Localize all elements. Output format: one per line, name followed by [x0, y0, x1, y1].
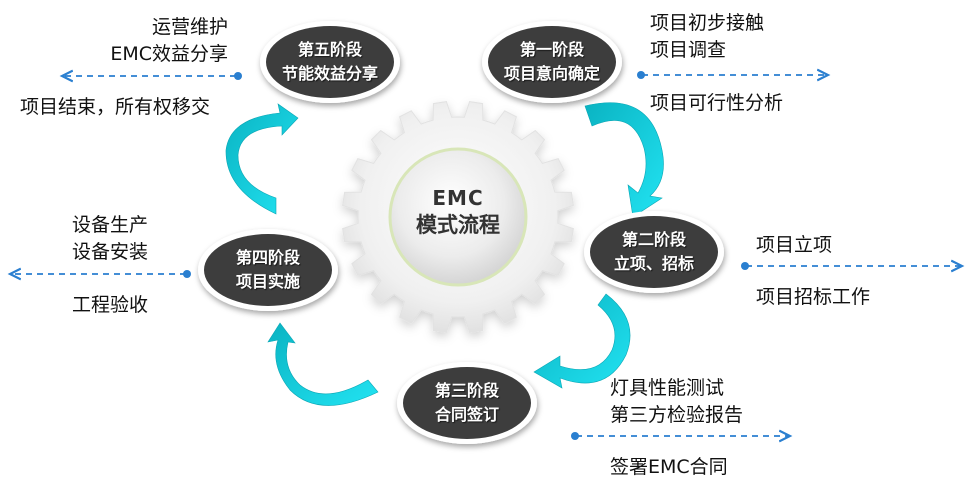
- gear-hub: [388, 147, 528, 287]
- stage5-title: 第五阶段: [297, 40, 362, 59]
- stage5-ellipse: [260, 21, 400, 103]
- arrow-stage1-to-stage2: [584, 102, 664, 218]
- note-item: 项目可行性分析: [650, 92, 784, 114]
- note-item: 项目招标工作: [756, 286, 871, 308]
- note-item: 第三方检验报告: [610, 404, 744, 426]
- stage5-subtitle: 节能效益分享: [281, 64, 378, 83]
- note-item: 运营维护: [151, 16, 228, 38]
- stage4-title: 第四阶段: [235, 248, 300, 267]
- connector-stage2: [741, 262, 962, 270]
- stage5-label: 第五阶段 节能效益分享: [266, 32, 394, 92]
- stage3-ellipse: [397, 362, 537, 444]
- center-title-line1: EMC: [432, 186, 484, 210]
- stage3-subtitle: 合同签订: [434, 405, 499, 424]
- connector-stage4: [10, 270, 191, 278]
- stage4-label: 第四阶段 项目实施: [204, 240, 332, 300]
- note-item: 灯具性能测试: [610, 377, 725, 399]
- arrow-stage3-to-stage4: [267, 322, 379, 406]
- note-item: 项目结束，所有权移交: [20, 96, 211, 118]
- stage2-title: 第二阶段: [621, 230, 686, 249]
- stage4-notes-below: 工程验收: [72, 292, 148, 319]
- center-title: EMC 模式流程: [398, 185, 518, 239]
- arrow-stage4-to-stage5: [225, 103, 299, 215]
- stage1-label: 第一阶段 项目意向确定: [488, 32, 616, 92]
- note-item: 项目初步接触: [650, 12, 765, 34]
- stage2-ellipse: [584, 211, 724, 293]
- stage4-notes-above: 设备生产 设备安装: [72, 212, 148, 266]
- stage1-notes-above: 项目初步接触 项目调查: [650, 10, 764, 64]
- stage1-ellipse: [482, 21, 622, 103]
- connector-stage5: [62, 72, 242, 80]
- stage3-notes-above: 灯具性能测试 第三方检验报告: [610, 375, 743, 429]
- note-item: 工程验收: [72, 294, 149, 316]
- stage1-title: 第一阶段: [519, 40, 584, 59]
- stage2-notes-above: 项目立项: [756, 232, 832, 259]
- stage1-notes-below: 项目可行性分析: [650, 90, 783, 117]
- connector-stage3: [571, 432, 790, 440]
- note-item: 设备安装: [72, 241, 149, 263]
- stage5-notes-above: 运营维护 EMC效益分享: [110, 14, 228, 68]
- stage3-title: 第三阶段: [434, 381, 499, 400]
- stage2-notes-below: 项目招标工作: [756, 284, 870, 311]
- connector-stage1: [637, 71, 828, 79]
- center-title-line2: 模式流程: [416, 213, 500, 237]
- stage5-notes-below: 项目结束，所有权移交: [20, 94, 210, 121]
- stage3-label: 第三阶段 合同签订: [403, 373, 531, 433]
- stage2-label: 第二阶段 立项、招标: [590, 222, 718, 282]
- note-item: 项目调查: [650, 39, 727, 61]
- stage3-notes-below: 签署EMC合同: [610, 454, 728, 481]
- note-item: EMC效益分享: [110, 43, 228, 65]
- arrow-stage2-to-stage3: [533, 293, 631, 389]
- stage2-subtitle: 立项、招标: [613, 254, 694, 273]
- note-item: 项目立项: [756, 234, 833, 256]
- note-item: 设备生产: [72, 214, 149, 236]
- note-item: 签署EMC合同: [610, 456, 728, 478]
- stage4-subtitle: 项目实施: [235, 272, 300, 291]
- stage4-ellipse: [198, 229, 338, 311]
- stage1-subtitle: 项目意向确定: [503, 64, 600, 83]
